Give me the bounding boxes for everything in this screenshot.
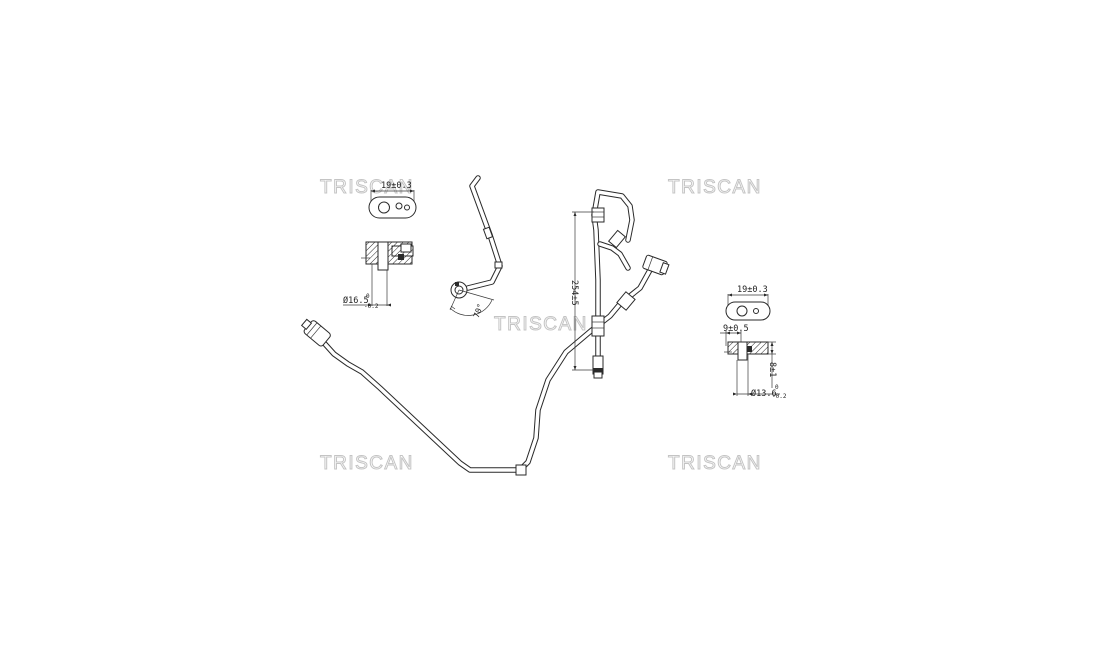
right-fitting-bore-tol-upper: 0 bbox=[775, 384, 779, 391]
right-fitting-bore-label: Ø13.6 bbox=[751, 388, 777, 399]
brake-pipe: 254±5 bbox=[300, 189, 670, 476]
svg-text:70°: 70° bbox=[472, 302, 485, 319]
left-fitting-bore-label: Ø16.5 bbox=[343, 295, 369, 306]
left-fitting-bore-tol-upper: 0 bbox=[366, 293, 370, 300]
watermark-top-left: TRISCAN bbox=[320, 177, 414, 198]
watermark-center: TRISCAN bbox=[494, 314, 588, 335]
right-fitting-offset-label: 9±0.5 bbox=[723, 324, 749, 334]
right-fitting-detail: 19±0.3 9±0.5 8±1 Ø13.6 0 -0.2 bbox=[720, 285, 787, 400]
left-fitting-width-label: 19±0.3 bbox=[381, 181, 412, 191]
right-fitting-depth-label: 8±1 bbox=[767, 362, 777, 377]
left-fitting-bore-tol-lower: -0.2 bbox=[364, 303, 379, 310]
right-fitting-bore-tol-lower: -0.2 bbox=[772, 393, 787, 400]
watermark-top-right: TRISCAN bbox=[668, 177, 762, 198]
watermark-bottom-right: TRISCAN bbox=[668, 453, 762, 474]
pipe-length-label: 254±5 bbox=[569, 280, 579, 306]
right-fitting-width-label: 19±0.3 bbox=[737, 285, 768, 295]
watermark-bottom-left: TRISCAN bbox=[320, 453, 414, 474]
left-fitting-detail: 19±0.3 Ø16.5 0 -0.2 bbox=[343, 181, 417, 310]
pipe-angle-inset: 70° bbox=[449, 175, 503, 319]
